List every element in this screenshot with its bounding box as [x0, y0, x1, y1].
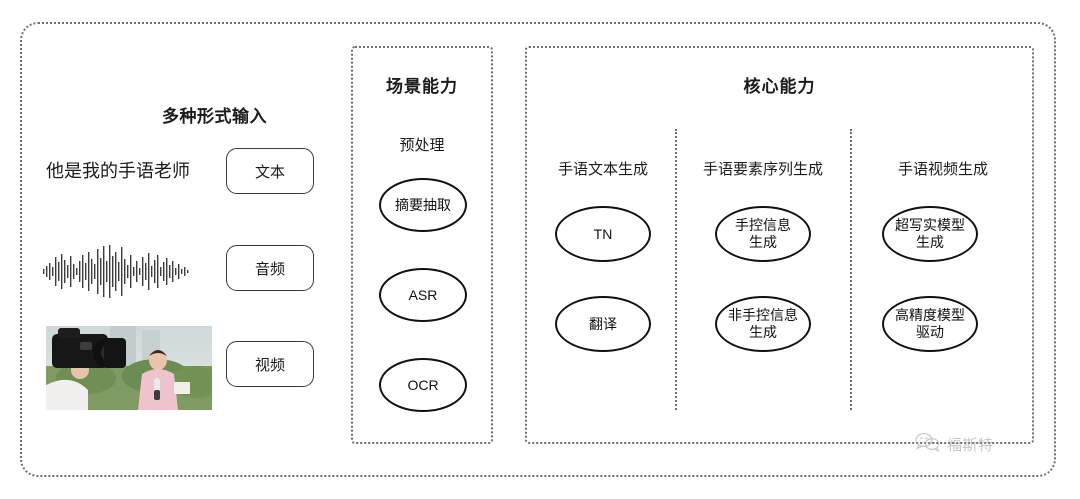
- core-capability-panel: 核心能力 手语文本生成 TN 翻译 手语要素序列生成 手控信息生成 非手控信息生…: [525, 46, 1034, 444]
- core-column-1-label: 手语文本生成: [557, 161, 648, 178]
- core-node-manual-info-label: 手控信息生成: [735, 217, 791, 250]
- scene-node-summary-label: 摘要抽取: [395, 196, 451, 213]
- core-node-nonmanual-info-label: 非手控信息生成: [728, 307, 798, 340]
- input-section-heading: 多种形式输入: [162, 107, 267, 126]
- scene-group-label: 预处理: [399, 137, 445, 154]
- core-column-3-label: 手语视频生成: [897, 161, 988, 178]
- input-modality-video-label: 视频: [254, 356, 285, 374]
- watermark-text: 福斯特: [947, 437, 994, 454]
- scene-node-asr-label: ASR: [408, 286, 438, 303]
- sample-input-text: 他是我的手语老师: [46, 161, 190, 181]
- core-node-nonmanual-info[interactable]: 非手控信息生成: [715, 296, 811, 352]
- core-node-manual-info[interactable]: 手控信息生成: [715, 206, 811, 262]
- video-thumbnail-icon: [46, 326, 212, 410]
- input-section: 多种形式输入 他是我的手语老师: [40, 40, 340, 460]
- core-column-divider-2: [850, 129, 852, 410]
- scene-capability-title: 场景能力: [386, 77, 458, 96]
- scene-capability-panel: 场景能力 预处理 摘要抽取 ASR OCR: [351, 46, 493, 444]
- core-column-2-label: 手语要素序列生成: [702, 161, 823, 178]
- wechat-icon: [915, 432, 941, 457]
- core-column-divider-1: [675, 129, 677, 410]
- input-modality-video[interactable]: 视频: [226, 341, 314, 387]
- input-modality-audio[interactable]: 音频: [226, 245, 314, 291]
- scene-node-ocr-label: OCR: [407, 376, 439, 393]
- core-node-hyperreal-model-label: 超写实模型生成: [895, 217, 965, 250]
- scene-node-summary[interactable]: 摘要抽取: [379, 178, 467, 232]
- core-node-tn-label: TN: [593, 225, 613, 242]
- core-node-translate-label: 翻译: [589, 315, 617, 332]
- core-node-tn[interactable]: TN: [555, 206, 651, 262]
- watermark: 福斯特: [915, 432, 994, 457]
- input-modality-audio-label: 音频: [254, 260, 285, 278]
- scene-node-asr[interactable]: ASR: [379, 268, 467, 322]
- core-node-translate[interactable]: 翻译: [555, 296, 651, 352]
- core-capability-title: 核心能力: [743, 77, 816, 96]
- input-modality-text-label: 文本: [254, 163, 285, 181]
- outer-frame: [20, 22, 1056, 477]
- core-node-hyperreal-model[interactable]: 超写实模型生成: [882, 206, 978, 262]
- scene-node-ocr[interactable]: OCR: [379, 358, 467, 412]
- input-modality-text[interactable]: 文本: [226, 148, 314, 194]
- audio-waveform-icon: [41, 243, 193, 299]
- core-node-highprecision-model-label: 高精度模型驱动: [895, 307, 965, 340]
- core-node-highprecision-model[interactable]: 高精度模型驱动: [882, 296, 978, 352]
